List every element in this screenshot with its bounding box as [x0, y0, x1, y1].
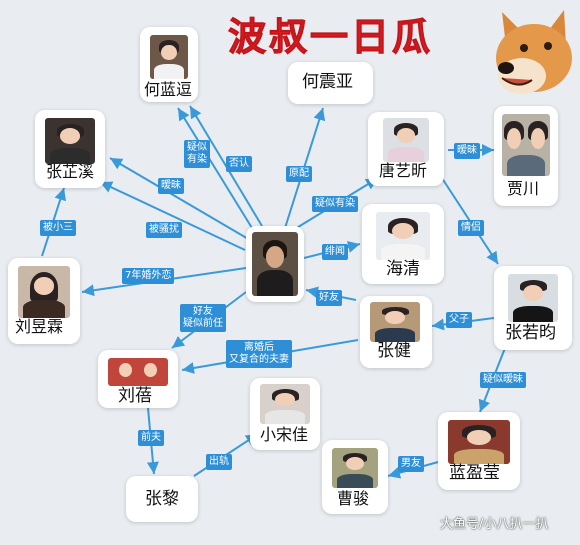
node-helanyin: 何蓝逗 [140, 27, 198, 102]
shiba-dog-icon [488, 6, 576, 98]
name-hezhenya: 何震亚 [302, 72, 353, 92]
label-chugui: 出轨 [206, 454, 232, 470]
name-zhangjian: 张健 [377, 341, 411, 361]
label-qianfu: 前夫 [138, 430, 164, 446]
arrow-tangyixin-to-zhangruoyun [437, 171, 499, 265]
name-jiachuan: 贾川 [507, 179, 540, 198]
label-aimei-zhangzhixi: 暧昧 [158, 178, 184, 194]
name-liuyuling: 刘昱霖 [15, 317, 64, 336]
label-fouren: 否认 [226, 156, 252, 172]
label-bei-saorao: 被骚扰 [146, 222, 182, 238]
label-qinglv: 情侣 [458, 220, 484, 236]
node-zhangjian: 张健 [360, 296, 432, 368]
photo-boy [332, 448, 378, 488]
photo-young-man [508, 274, 558, 322]
label-qinian-hunwailian: 7年婚外恋 [122, 268, 175, 284]
node-zhangli: 张黎 [126, 476, 198, 522]
name-caojun: 曹骏 [337, 489, 370, 508]
photo-young-woman [150, 35, 188, 79]
photo-smiling-woman [383, 118, 429, 162]
arrow-center-to-zhangzhixi [109, 157, 251, 241]
name-lanyingying: 蓝盈莹 [449, 463, 500, 483]
node-liuyuling: 刘昱霖 [8, 258, 80, 344]
label-feiwen: 绯闻 [322, 244, 348, 260]
photo-short-hair-woman [376, 212, 430, 260]
photo-woman-costume [448, 420, 510, 464]
name-liubei: 刘蓓 [118, 386, 152, 406]
name-xiaosongjia: 小宋佳 [260, 425, 309, 444]
label-yuanpei: 原配 [286, 166, 312, 182]
node-center [246, 226, 304, 302]
photo-woman-portrait [45, 118, 95, 164]
node-zhangzhixi: 张芷溪 [35, 110, 105, 188]
node-tangyixin: 唐艺昕 [368, 112, 444, 186]
node-haiqing: 海清 [362, 204, 444, 284]
name-zhangli: 张黎 [145, 489, 179, 509]
node-xiaosongjia: 小宋佳 [250, 378, 320, 450]
name-haiqing: 海清 [386, 259, 420, 279]
name-tangyixin: 唐艺昕 [379, 161, 428, 180]
arrow-center-to-helanyin [177, 107, 253, 229]
label-aimei-jiachuan: 暧昧 [454, 143, 480, 159]
watermark: 大鱼号/小八扒一扒 [440, 517, 549, 532]
label-yisi-youran-helanyin: 疑似 有染 [184, 140, 210, 168]
node-liubei: 刘蓓 [98, 350, 178, 408]
label-lihun-fuhe: 离婚后 又复合的夫妻 [226, 340, 292, 368]
photo-man-glasses [370, 302, 420, 342]
label-yisi-aimei: 疑似暧昧 [480, 372, 526, 388]
label-bei-xiaosan: 被小三 [40, 220, 76, 236]
photo-couple [108, 358, 168, 386]
node-hezhenya: 何震亚 [288, 62, 373, 104]
name-zhangzhixi: 张芷溪 [46, 162, 95, 181]
label-fuzi: 父子 [446, 312, 472, 328]
label-yisi-youran-tangyixin: 疑似有染 [312, 196, 358, 212]
node-jiachuan: 贾川 [494, 106, 558, 206]
photo-couple-selfie [502, 114, 550, 176]
label-haoyou-qianren: 好友 疑似前任 [180, 304, 226, 332]
name-helanyin: 何蓝逗 [144, 80, 193, 99]
photo-woman-smile [260, 384, 310, 424]
page-title: 波叔一日瓜 [227, 15, 434, 60]
arrow-center-to-zhangzhixi-2 [99, 181, 246, 251]
name-zhangruoyun: 张若昀 [505, 323, 556, 343]
node-caojun: 曹骏 [322, 440, 388, 514]
photo-long-hair-woman [18, 266, 70, 318]
label-nanyou: 男友 [398, 456, 424, 472]
node-lanyingying: 蓝盈莹 [438, 412, 520, 490]
label-haoyou: 好友 [316, 290, 342, 306]
node-zhangruoyun: 张若昀 [494, 266, 572, 350]
photo-man-dark-suit [252, 232, 298, 296]
